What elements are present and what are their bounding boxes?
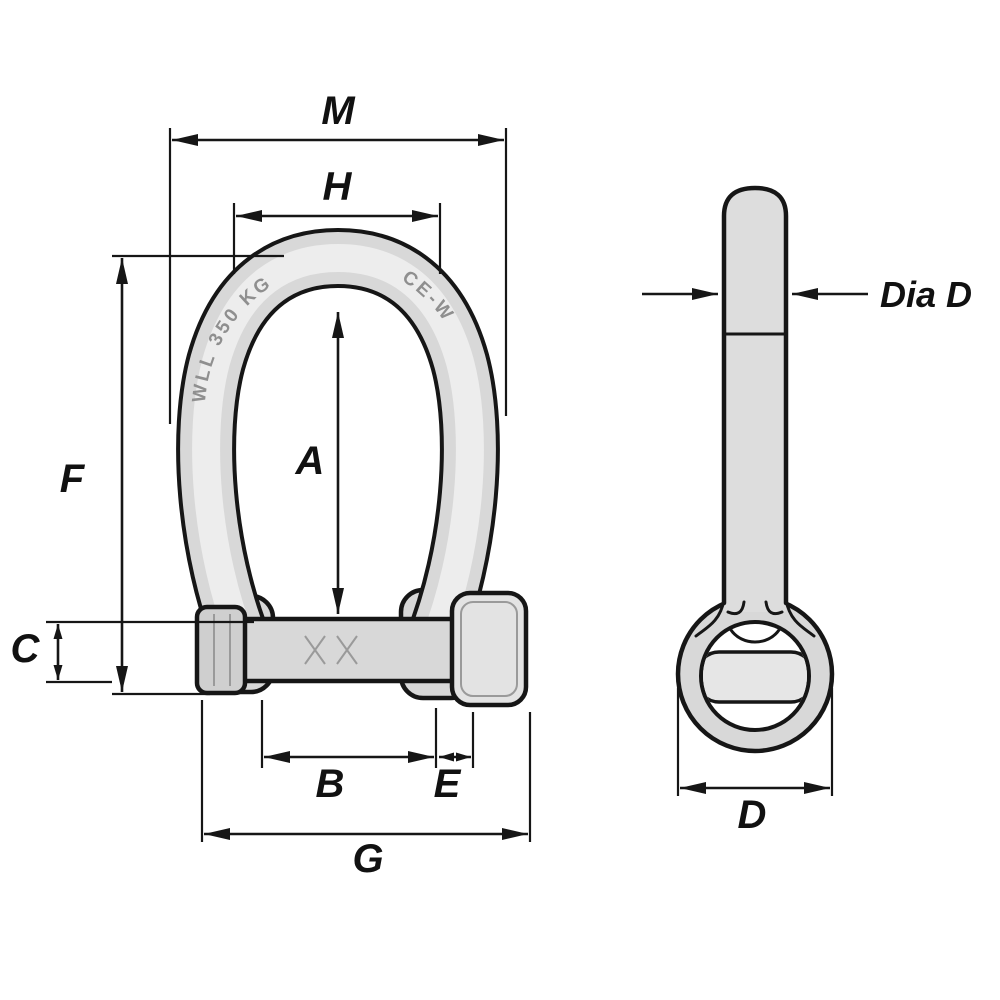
dim-d: D xyxy=(676,688,834,837)
dim-a-label: A xyxy=(295,439,325,483)
dim-m: M xyxy=(168,89,508,424)
eye-top-detail xyxy=(729,628,781,644)
eye-rod xyxy=(703,650,807,704)
eye-top-detail-left xyxy=(726,600,746,616)
dim-dia-d-label: Dia D xyxy=(880,274,972,315)
front-view: WLL 350 KG CE-W M H xyxy=(11,89,532,881)
dim-a: A xyxy=(295,312,344,614)
dim-f-label: F xyxy=(60,457,86,501)
dim-c: C xyxy=(11,620,254,684)
dim-d-label: D xyxy=(738,793,767,837)
dim-dia-d: Dia D xyxy=(642,274,972,315)
dim-b: B xyxy=(260,700,438,806)
bow-body xyxy=(176,227,500,675)
eye-fillet-right xyxy=(784,598,816,638)
dim-b-label: B xyxy=(316,762,345,806)
pin-head xyxy=(449,590,529,708)
eye-top-detail-right xyxy=(764,600,784,616)
pin-flange-ridges xyxy=(213,614,231,686)
pin-head-inner-edge xyxy=(460,601,518,697)
dim-e: E xyxy=(434,712,475,806)
dim-e-label: E xyxy=(434,762,462,806)
dim-h: H xyxy=(232,165,442,274)
dim-c-label: C xyxy=(11,627,41,671)
side-view-pin: Dia D D xyxy=(642,185,972,837)
dim-g: G xyxy=(200,700,532,881)
pin-knurling xyxy=(304,635,358,665)
dim-g-label: G xyxy=(352,837,383,881)
dim-h-label: H xyxy=(323,165,353,209)
eye-rod-group xyxy=(703,650,807,704)
pin-shaft-side-outline xyxy=(721,185,789,606)
pin-flange xyxy=(194,604,248,696)
dim-f: F xyxy=(60,254,284,696)
eye-fillet-left xyxy=(694,598,726,638)
dim-m-label: M xyxy=(321,89,356,133)
pin-front xyxy=(194,590,529,708)
pin-shaft-side-fill xyxy=(724,188,786,612)
pin-shaft xyxy=(211,616,469,684)
